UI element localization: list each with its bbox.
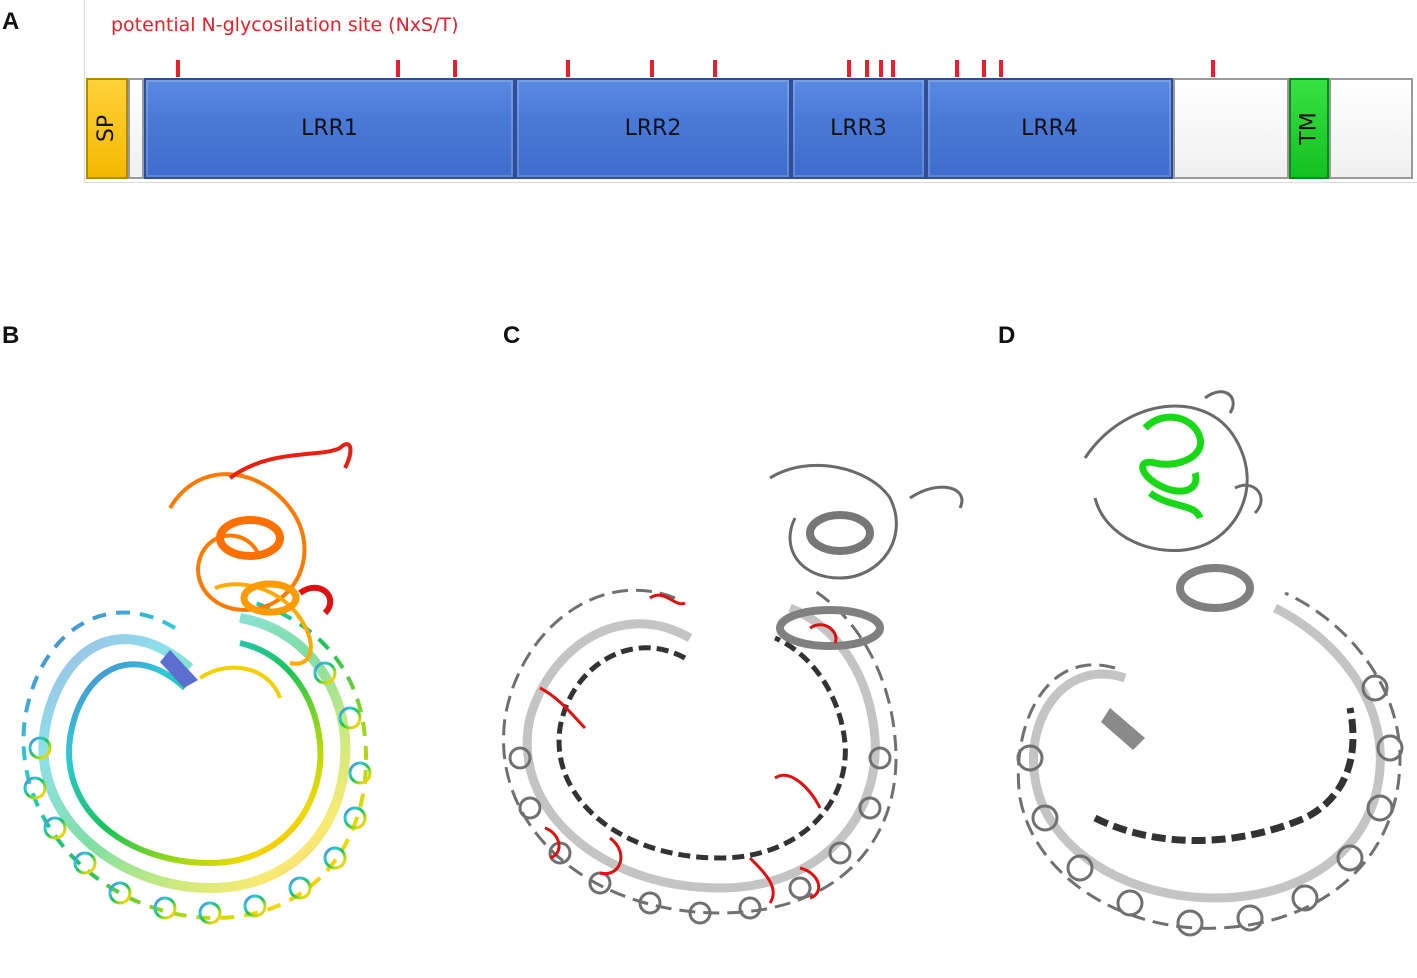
glycosylation-site-mark bbox=[891, 60, 895, 77]
c-terminal-cap bbox=[769, 463, 964, 650]
structure-b-rainbow bbox=[21, 442, 372, 925]
n-terminal-strand bbox=[160, 650, 198, 688]
glycosylation-site-mark bbox=[396, 60, 400, 77]
glycosylation-site-mark bbox=[847, 60, 851, 77]
structure-c-glycosites bbox=[502, 463, 964, 925]
domain-lrr4-label: LRR4 bbox=[1021, 116, 1078, 141]
domain-juxtamembrane bbox=[1173, 78, 1289, 179]
lrr-horseshoe bbox=[1016, 591, 1404, 937]
domain-sp-label: SP bbox=[94, 114, 120, 143]
domain-linker-1 bbox=[128, 78, 144, 179]
structure-d-helix bbox=[1016, 390, 1404, 937]
lrr-horseshoe bbox=[502, 586, 898, 925]
domain-track-frame bbox=[84, 0, 1417, 183]
glycosylation-legend: potential N-glycosilation site (NxS/T) bbox=[111, 14, 459, 36]
domain-cytoplasmic bbox=[1329, 78, 1413, 179]
glycosylation-site-mark bbox=[865, 60, 869, 77]
panel-letter-b: B bbox=[2, 322, 20, 349]
domain-tm-label: TM bbox=[1296, 112, 1322, 145]
glycosylation-site-mark bbox=[650, 60, 654, 77]
domain-lrr3-label: LRR3 bbox=[830, 116, 887, 141]
glycosylation-site-highlights bbox=[539, 593, 838, 904]
glycosylation-site-mark bbox=[453, 60, 457, 77]
domain-lrr3: LRR3 bbox=[791, 78, 926, 179]
domain-lrr1: LRR1 bbox=[144, 78, 515, 179]
domain-tm: TM bbox=[1289, 78, 1329, 179]
c-terminal-cap bbox=[1083, 390, 1263, 612]
domain-lrr1-label: LRR1 bbox=[301, 116, 358, 141]
domain-lrr2: LRR2 bbox=[515, 78, 791, 179]
domain-lrr4: LRR4 bbox=[926, 78, 1173, 179]
panel-letter-c: C bbox=[503, 322, 521, 349]
glycosylation-site-mark bbox=[999, 60, 1003, 77]
glycosylation-site-mark bbox=[1211, 60, 1215, 77]
glycosylation-site-mark bbox=[982, 60, 986, 77]
c-terminal-cap bbox=[168, 442, 353, 699]
panel-letter-d: D bbox=[998, 322, 1016, 349]
highlighted-helix bbox=[1139, 413, 1204, 520]
domain-lrr2-label: LRR2 bbox=[624, 116, 682, 141]
glycosylation-site-mark bbox=[566, 60, 570, 77]
glycosylation-site-mark bbox=[879, 60, 883, 77]
glycosylation-site-mark bbox=[176, 60, 180, 77]
glycosylation-site-mark bbox=[955, 60, 959, 77]
domain-sp: SP bbox=[86, 78, 128, 179]
glycosylation-site-mark bbox=[713, 60, 717, 77]
lrr-horseshoe bbox=[21, 601, 372, 925]
panel-letter-a: A bbox=[2, 8, 20, 35]
